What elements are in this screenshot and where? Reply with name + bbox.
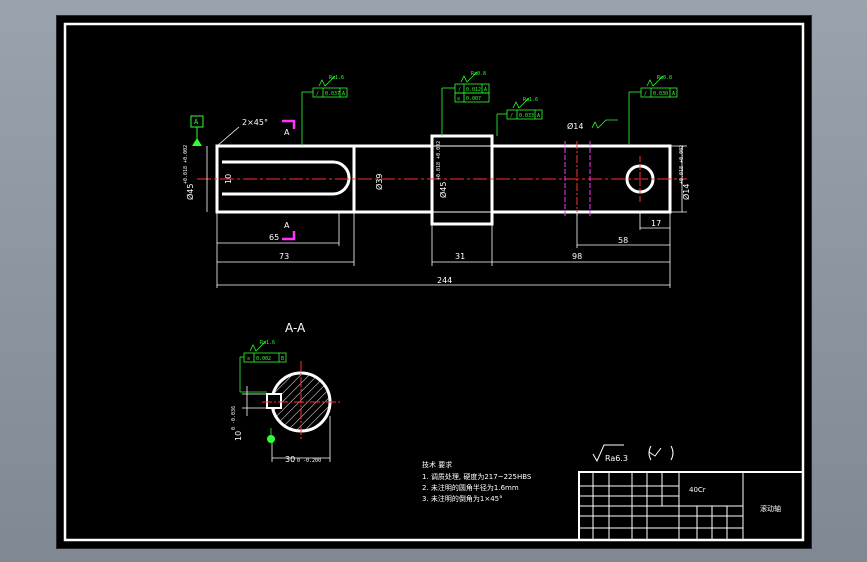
dim-len-right: 98 bbox=[572, 252, 582, 261]
svg-text:0.037: 0.037 bbox=[325, 91, 340, 97]
svg-text:0.002: 0.002 bbox=[256, 356, 271, 362]
dim-d-left: Ø45 bbox=[185, 184, 195, 200]
dim-len-collar: 31 bbox=[455, 252, 465, 261]
dim-keyway-width: 10 bbox=[224, 174, 233, 184]
dim-d-right-tol: +0.018 +0.002 bbox=[679, 145, 685, 184]
gdt-callout-3 bbox=[496, 97, 543, 136]
svg-text:◎: ◎ bbox=[457, 96, 460, 102]
svg-text:/: / bbox=[458, 87, 461, 93]
chamfer-label: 2×45° bbox=[242, 118, 268, 127]
svg-text:B: B bbox=[281, 356, 284, 362]
dim-len-hole-end: 17 bbox=[651, 219, 661, 228]
title-material: 40Cr bbox=[689, 486, 706, 494]
svg-text:/: / bbox=[510, 113, 513, 119]
dim-d-left-tol: +0.018 +0.002 bbox=[183, 145, 189, 184]
dim-d-collar: Ø45 bbox=[438, 182, 448, 198]
section-title: A-A bbox=[285, 321, 306, 335]
svg-text:A: A bbox=[484, 87, 487, 93]
gdt-callout-1 bbox=[301, 75, 348, 146]
section-view bbox=[262, 361, 342, 441]
svg-text:0.012: 0.012 bbox=[466, 87, 481, 93]
dim-d-mid: Ø39 bbox=[374, 174, 384, 190]
general-roughness: Ra6.3 bbox=[592, 444, 674, 463]
svg-text:A: A bbox=[672, 91, 675, 97]
dimension-lines bbox=[206, 145, 687, 288]
title-part-name: 滚动轴 bbox=[760, 504, 781, 513]
dim-len-hole-pos: 58 bbox=[618, 236, 628, 245]
tech-notes: 技术 要求 1. 调质处理, 硬度为217~225HBS 2. 未注明的圆角半径… bbox=[422, 460, 532, 503]
svg-text:A: A bbox=[342, 91, 345, 97]
datum-a-marker: A bbox=[190, 115, 204, 146]
dim-len-keyway: 65 bbox=[269, 233, 279, 242]
section-mark-bottom: A bbox=[284, 221, 290, 230]
title-block bbox=[578, 471, 804, 541]
svg-text:/: / bbox=[644, 91, 647, 97]
section-key-width: 10 bbox=[234, 431, 243, 441]
section-gdt bbox=[239, 340, 287, 393]
gdt-callout-4 bbox=[628, 75, 678, 146]
svg-text:技术 要求: 技术 要求 bbox=[422, 460, 452, 469]
drawing-sheet: 65 73 31 98 58 17 244 10 Ø45 +0.018 +0.0… bbox=[56, 15, 812, 549]
svg-text:Ra1.6: Ra1.6 bbox=[329, 75, 344, 81]
svg-text:0.030: 0.030 bbox=[653, 91, 668, 97]
svg-text:0.007: 0.007 bbox=[466, 96, 481, 102]
svg-text:3. 未注明的倒角为1×45°: 3. 未注明的倒角为1×45° bbox=[422, 494, 503, 503]
svg-text:/: / bbox=[316, 91, 319, 97]
dim-d-right-fit: Ø14 bbox=[567, 121, 583, 131]
svg-text:A: A bbox=[537, 113, 540, 119]
svg-text:1. 调质处理, 硬度为217~225HBS: 1. 调质处理, 硬度为217~225HBS bbox=[422, 472, 532, 481]
dim-len-left: 73 bbox=[279, 252, 289, 261]
svg-text:Ra1.6: Ra1.6 bbox=[260, 340, 275, 346]
shaft-main-view bbox=[215, 134, 672, 226]
dim-len-total: 244 bbox=[437, 276, 452, 285]
svg-text:A: A bbox=[194, 118, 199, 126]
section-key-tol: 0 -0.036 bbox=[231, 406, 237, 430]
dim-d-right: Ø14 bbox=[681, 184, 691, 200]
dim-d-collar-tol: +0.018 +0.002 bbox=[436, 141, 442, 180]
inner-border bbox=[63, 22, 805, 542]
svg-text:Ra6.3: Ra6.3 bbox=[605, 454, 628, 463]
section-depth: 30 bbox=[285, 455, 295, 464]
svg-text:Ra0.8: Ra0.8 bbox=[471, 71, 486, 77]
svg-text:Ra1.6: Ra1.6 bbox=[523, 97, 538, 103]
cad-drawing: 65 73 31 98 58 17 244 10 Ø45 +0.018 +0.0… bbox=[63, 22, 805, 542]
svg-text:2. 未注明的圆角半径为1.6mm: 2. 未注明的圆角半径为1.6mm bbox=[422, 483, 519, 492]
section-mark-top: A bbox=[284, 128, 290, 137]
gdt-callout-2 bbox=[441, 71, 490, 136]
svg-text:≡: ≡ bbox=[247, 356, 250, 362]
section-depth-tol: 0 -0.200 bbox=[297, 458, 321, 464]
svg-text:Ra0.8: Ra0.8 bbox=[657, 75, 672, 81]
svg-text:0.033: 0.033 bbox=[519, 113, 534, 119]
